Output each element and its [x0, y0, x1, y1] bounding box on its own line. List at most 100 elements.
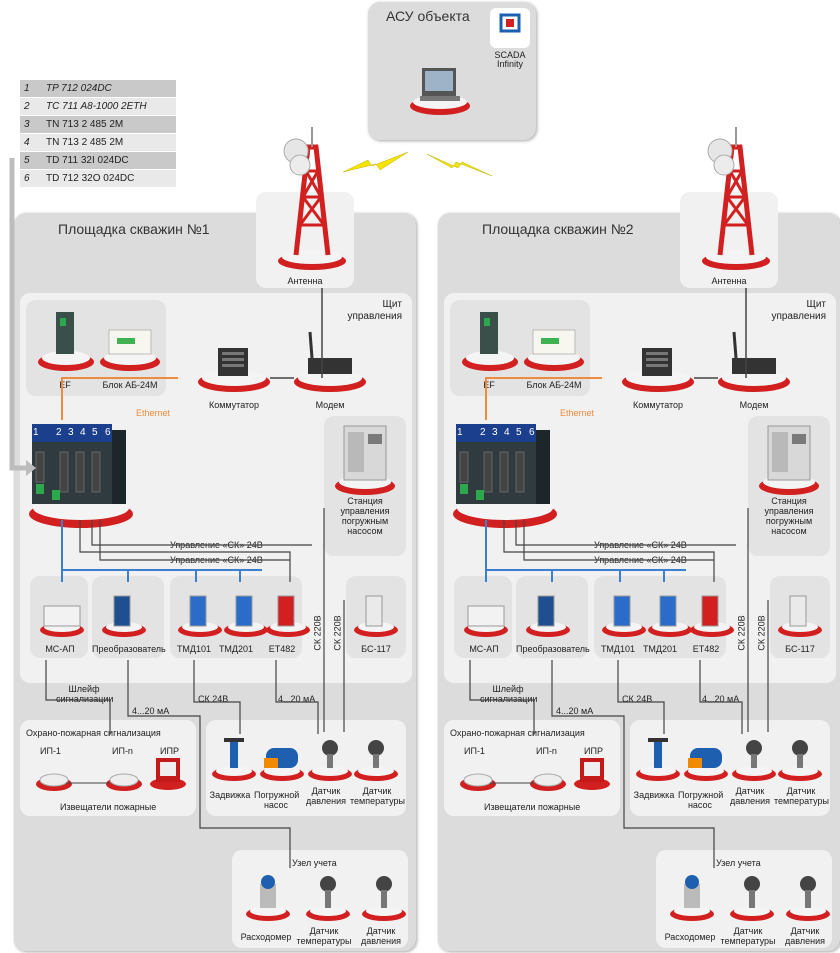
- field-valve: Задвижка: [633, 790, 675, 800]
- module-code: TN 713 2 485 2M: [42, 115, 176, 134]
- scada-text-1: SCADA: [494, 50, 526, 60]
- flowmeter-icon: [670, 875, 714, 921]
- slot-5: 5: [516, 427, 522, 438]
- plc-rack-icon: [29, 424, 133, 528]
- ef-label: EF: [483, 380, 495, 390]
- field-temperature-text: Датчик температуры: [774, 786, 830, 806]
- field-temperature-text: Датчик температуры: [350, 786, 406, 806]
- field-pressure-text: Датчик давления: [730, 786, 770, 806]
- row-number: 1: [20, 80, 42, 98]
- slot-1: 1: [457, 427, 463, 438]
- meter-pressure: Датчик давления: [356, 926, 406, 946]
- asu-panel: АСУ объекта SCADA Infinity: [368, 2, 536, 140]
- slot-2: 2: [480, 427, 486, 438]
- module-code: TN 713 2 485 2M: [42, 133, 176, 152]
- pump-station-icon: [335, 425, 395, 495]
- antenna-box: Антенна: [256, 192, 354, 288]
- tmd101-device-icon: [178, 595, 222, 637]
- field-pressure: Датчик давления: [302, 786, 350, 806]
- antenna-tower-icon: [278, 127, 346, 270]
- field-pump-text: Погружной насос: [254, 790, 300, 810]
- pressure-sensor-icon: [308, 740, 352, 781]
- device-label-tmd101: ТМД101: [176, 644, 212, 654]
- power-supply-ef-icon: [462, 312, 518, 371]
- pump-icon: [260, 748, 304, 781]
- converter-device-icon: [526, 595, 570, 637]
- asu-title: АСУ объекта: [386, 8, 470, 24]
- smoke-detector-icon: [36, 773, 72, 791]
- meter-temp-text: Датчик температуры: [296, 926, 352, 946]
- slot-2: 2: [56, 427, 62, 438]
- meter-temperature-sensor-icon: [306, 876, 350, 921]
- smoke-detector-icon: [460, 773, 496, 791]
- scada-icon: [499, 13, 521, 33]
- ctrl-label-1: Управление «СК» 24В: [170, 540, 263, 550]
- fire-ipn: ИП-n: [536, 746, 557, 756]
- control-panel-title: Щит управления: [347, 299, 402, 322]
- meter-temp: Датчик температуры: [296, 926, 352, 946]
- slot-3: 3: [492, 427, 498, 438]
- modem-label: Модем: [315, 400, 345, 410]
- antenna-tower-icon: [702, 127, 770, 270]
- loop-text: Шлейф сигнализации: [480, 684, 538, 704]
- bs117-device-icon: [778, 595, 822, 637]
- scada-logo: [490, 8, 530, 48]
- loop-label: Шлейф сигнализации: [480, 684, 538, 704]
- meter-pressure: Датчик давления: [780, 926, 830, 946]
- module-code: TP 712 024DC: [42, 80, 176, 98]
- device-label-msap: МС-АП: [469, 644, 499, 654]
- scada-text-2: Infinity: [496, 59, 523, 69]
- battery-block-icon: [524, 329, 584, 371]
- converter-device-icon: [102, 595, 146, 637]
- station-text: Станция управления погружным насосом: [340, 496, 390, 536]
- station-label: Станция управления погружным насосом: [750, 496, 828, 536]
- meter-flow: Расходомер: [664, 932, 716, 942]
- device-label-converter: Преобразователь: [516, 644, 590, 654]
- metering-title: Узел учета: [716, 858, 761, 868]
- pump-icon: [684, 748, 728, 781]
- device-label-bs117: БС-117: [785, 644, 815, 654]
- modem-label: Модем: [739, 400, 769, 410]
- field-pump-text: Погружной насос: [678, 790, 724, 810]
- site-title: Площадка скважин №2: [482, 221, 634, 237]
- field-valve: Задвижка: [209, 790, 251, 800]
- meter-temp-text: Датчик температуры: [720, 926, 776, 946]
- sk220-label-b: СК 220В: [756, 615, 767, 651]
- meter-pressure-text: Датчик давления: [361, 926, 401, 946]
- fire-ip1: ИП-1: [464, 746, 485, 756]
- device-label-et482: ЕТ482: [692, 644, 720, 654]
- device-label-msap: МС-АП: [45, 644, 75, 654]
- flowmeter-icon: [246, 875, 290, 921]
- field-pressure-text: Датчик давления: [306, 786, 346, 806]
- slot-4: 4: [80, 427, 86, 438]
- device-label-tmd201: ТМД201: [642, 644, 678, 654]
- field-pump: Погружной насос: [254, 790, 300, 810]
- sk24-label: СК 24В: [198, 694, 229, 704]
- block-label: Блок АБ-24М: [526, 380, 582, 390]
- slot-5: 5: [92, 427, 98, 438]
- ms-ap-device-icon: [464, 605, 508, 637]
- ma-label-1: 4...20 мА: [132, 706, 170, 716]
- module-code: TC 711 A8-1000 2ETH: [42, 97, 176, 116]
- module-code: TD 711 32I 024DC: [42, 151, 176, 170]
- row-number: 4: [20, 133, 42, 152]
- temperature-sensor-icon: [778, 740, 822, 781]
- valve-icon: [636, 738, 680, 781]
- metering-title: Узел учета: [292, 858, 337, 868]
- device-label-et482: ЕТ482: [268, 644, 296, 654]
- fire-ip1: ИП-1: [40, 746, 61, 756]
- manual-call-point-icon: [150, 758, 186, 790]
- pressure-sensor-icon: [732, 740, 776, 781]
- slot-1: 1: [33, 427, 39, 438]
- tmd201-device-icon: [224, 595, 268, 637]
- smoke-detector-n-icon: [106, 773, 142, 791]
- fire-caption: Извещатели пожарные: [484, 802, 581, 812]
- plc-rack-icon: [453, 424, 557, 528]
- sk220-label-a: СК 220В: [736, 615, 747, 651]
- ma-label-2: 4...20 мА: [702, 694, 740, 704]
- row-number: 2: [20, 97, 42, 116]
